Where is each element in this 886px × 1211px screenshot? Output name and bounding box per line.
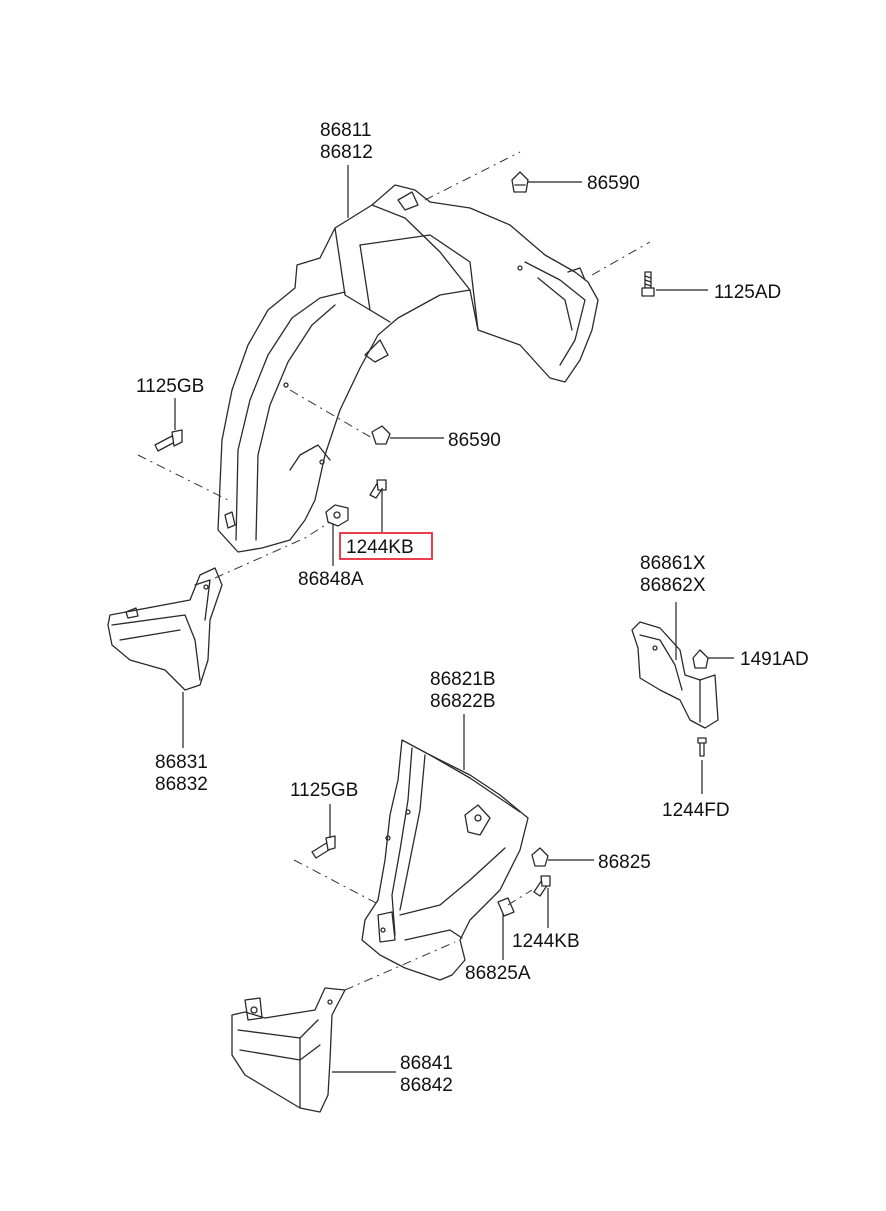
label-86832[interactable]: 86832 — [155, 774, 208, 795]
clip-icon[interactable] — [511, 171, 529, 193]
label-86822b[interactable]: 86822B — [430, 691, 496, 712]
clip-icon[interactable] — [692, 649, 709, 669]
label-86862x[interactable]: 86862X — [640, 575, 706, 596]
label-1491ad[interactable]: 1491AD — [740, 649, 809, 670]
bolt-icon[interactable] — [154, 429, 183, 452]
nut-icon[interactable] — [497, 897, 515, 917]
front-mudguard[interactable] — [107, 567, 223, 691]
clip-icon[interactable] — [371, 425, 391, 445]
bracket[interactable] — [631, 621, 719, 729]
label-86848a[interactable]: 86848A — [298, 569, 364, 590]
nut-icon[interactable] — [325, 504, 349, 527]
label-86841[interactable]: 86841 — [400, 1053, 453, 1074]
label-1125gb-bottom[interactable]: 1125GB — [290, 780, 358, 801]
label-1125gb-top[interactable]: 1125GB — [136, 376, 204, 397]
label-1244kb-top[interactable]: 1244KB — [346, 537, 414, 558]
label-86821b[interactable]: 86821B — [430, 669, 496, 690]
label-86825a[interactable]: 86825A — [465, 963, 531, 984]
label-86590-top[interactable]: 86590 — [587, 173, 640, 194]
label-1244fd[interactable]: 1244FD — [662, 800, 730, 821]
label-86861x[interactable]: 86861X — [640, 553, 706, 574]
rear-mudguard[interactable] — [231, 987, 346, 1113]
screw-icon[interactable] — [533, 875, 551, 897]
rear-wheel-guard[interactable] — [361, 739, 529, 981]
label-86811[interactable]: 86811 — [320, 120, 371, 141]
label-1244kb-bottom[interactable]: 1244KB — [512, 931, 580, 952]
screw-icon[interactable] — [697, 737, 707, 757]
label-86831[interactable]: 86831 — [155, 752, 208, 773]
clip-icon[interactable] — [531, 847, 549, 867]
label-86812[interactable]: 86812 — [320, 142, 373, 163]
label-1125ad[interactable]: 1125AD — [714, 282, 781, 303]
label-86590-mid[interactable]: 86590 — [448, 430, 501, 451]
screw-icon[interactable] — [369, 479, 387, 499]
highlight-box — [339, 532, 433, 560]
bolt-icon[interactable] — [641, 271, 655, 297]
front-wheel-guard[interactable] — [217, 184, 599, 553]
bolt-icon[interactable] — [311, 835, 336, 859]
label-86825[interactable]: 86825 — [598, 852, 651, 873]
label-86842[interactable]: 86842 — [400, 1075, 453, 1096]
